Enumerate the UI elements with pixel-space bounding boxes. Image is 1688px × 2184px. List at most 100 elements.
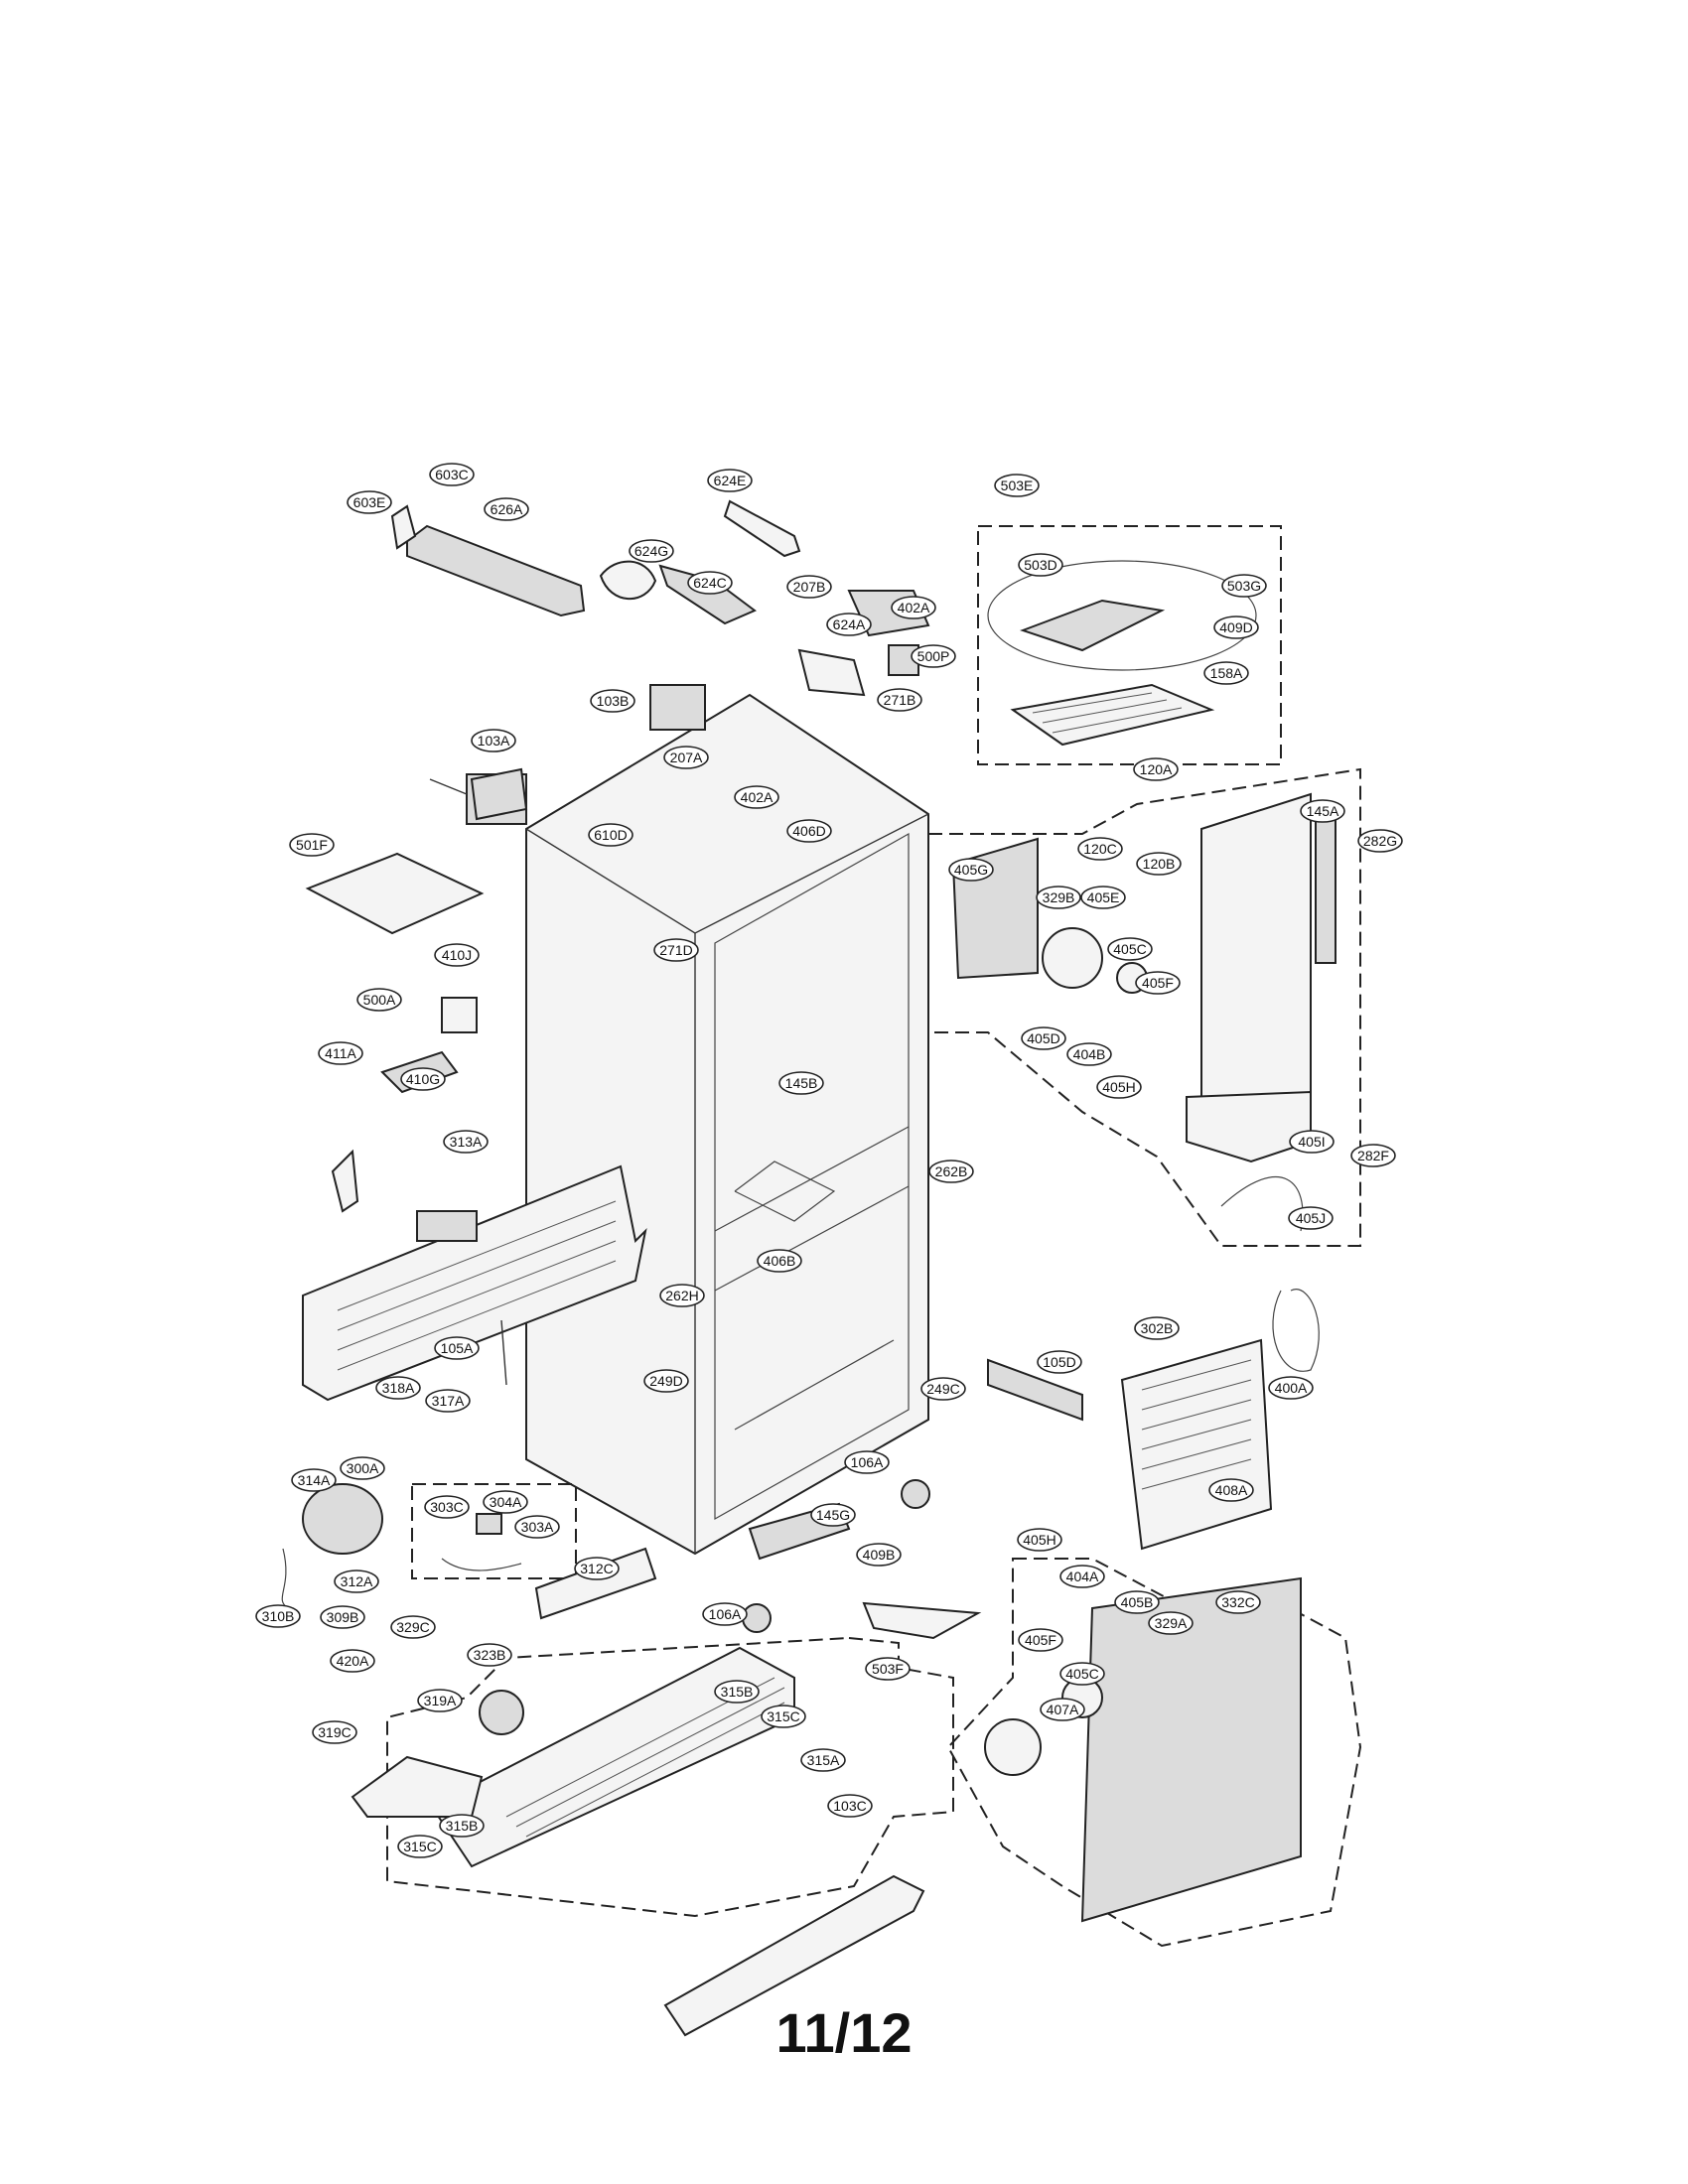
svg-text:624G: 624G (634, 543, 668, 559)
svg-text:145A: 145A (1307, 803, 1339, 819)
svg-text:303C: 303C (430, 1499, 463, 1515)
svg-text:103A: 103A (478, 733, 510, 749)
svg-text:207B: 207B (793, 579, 826, 595)
svg-text:500P: 500P (917, 648, 950, 664)
svg-text:610D: 610D (594, 827, 627, 843)
svg-text:158A: 158A (1210, 665, 1243, 681)
callout: 310B (255, 1604, 301, 1628)
svg-text:300A: 300A (347, 1460, 379, 1476)
svg-text:405E: 405E (1087, 889, 1120, 905)
svg-text:503F: 503F (872, 1661, 904, 1677)
svg-text:405F: 405F (1142, 975, 1174, 991)
svg-text:409D: 409D (1219, 619, 1252, 635)
callout: 500A (356, 988, 402, 1012)
callout: 405F (1135, 971, 1181, 995)
callout: 501F (289, 833, 335, 857)
callout: 626A (484, 497, 529, 521)
svg-text:315C: 315C (403, 1839, 436, 1854)
callout: 300A (340, 1456, 385, 1480)
callout: 120A (1133, 757, 1179, 781)
svg-text:105D: 105D (1043, 1354, 1075, 1370)
callout: 410J (434, 943, 480, 967)
callout: 318A (375, 1376, 421, 1400)
callout: 106A (702, 1602, 748, 1626)
callout: 319A (417, 1689, 463, 1712)
callout: 145B (778, 1071, 824, 1095)
callout: 624G (629, 539, 674, 563)
svg-text:405G: 405G (954, 862, 988, 878)
callout: 411A (318, 1041, 363, 1065)
svg-text:503G: 503G (1227, 578, 1261, 594)
svg-text:405C: 405C (1113, 941, 1146, 957)
svg-text:318A: 318A (382, 1380, 415, 1396)
callout: 314A (291, 1468, 337, 1492)
svg-text:404B: 404B (1073, 1046, 1106, 1062)
svg-text:603C: 603C (435, 467, 468, 482)
svg-text:624C: 624C (693, 575, 726, 591)
svg-text:410J: 410J (442, 947, 472, 963)
callout: 249C (920, 1377, 966, 1401)
svg-text:420A: 420A (337, 1653, 369, 1669)
callout: 145G (810, 1503, 856, 1527)
svg-text:400A: 400A (1275, 1380, 1308, 1396)
callout: 271B (877, 688, 922, 712)
svg-text:405B: 405B (1121, 1594, 1154, 1610)
callout: 405J (1288, 1206, 1334, 1230)
callout: 282F (1350, 1144, 1396, 1167)
svg-text:409B: 409B (863, 1547, 896, 1563)
svg-text:503D: 503D (1024, 557, 1056, 573)
svg-text:332C: 332C (1221, 1594, 1254, 1610)
callout: 405D (1021, 1026, 1066, 1050)
callout: 400A (1268, 1376, 1314, 1400)
svg-text:329C: 329C (396, 1619, 429, 1635)
svg-text:329B: 329B (1043, 889, 1075, 905)
callout: 315A (800, 1748, 846, 1772)
svg-text:405I: 405I (1298, 1134, 1325, 1150)
callout: 323B (467, 1643, 512, 1667)
callout: 103B (590, 689, 635, 713)
svg-text:405C: 405C (1065, 1666, 1098, 1682)
callout: 603E (347, 490, 392, 514)
callout: 302B (1134, 1316, 1180, 1340)
callout: 207A (663, 746, 709, 769)
callout: 106A (844, 1450, 890, 1474)
svg-text:406B: 406B (764, 1253, 796, 1269)
svg-text:304A: 304A (490, 1494, 522, 1510)
callout: 262H (659, 1284, 705, 1307)
callout: 402A (891, 596, 936, 619)
svg-text:405F: 405F (1025, 1632, 1056, 1648)
callout: 309B (320, 1605, 365, 1629)
callout: 262B (928, 1160, 974, 1183)
svg-text:271D: 271D (659, 942, 692, 958)
callout: 303C (424, 1495, 470, 1519)
svg-text:315B: 315B (721, 1684, 754, 1700)
svg-text:262H: 262H (665, 1288, 698, 1303)
callout: 282G (1357, 829, 1403, 853)
left-side-parts (302, 767, 647, 1402)
svg-text:103B: 103B (597, 693, 630, 709)
callout: 404A (1059, 1565, 1105, 1588)
svg-text:402A: 402A (898, 600, 930, 615)
callout: 405C (1059, 1662, 1105, 1686)
svg-text:271B: 271B (884, 692, 916, 708)
svg-text:262B: 262B (935, 1163, 968, 1179)
callout: 312A (334, 1570, 379, 1593)
svg-text:120B: 120B (1143, 856, 1176, 872)
compressor-group (281, 1479, 982, 1640)
svg-text:503E: 503E (1001, 478, 1034, 493)
callout: 319C (312, 1720, 357, 1744)
callout: 404B (1066, 1042, 1112, 1066)
svg-text:249D: 249D (649, 1373, 682, 1389)
callout: 406B (757, 1249, 802, 1273)
svg-text:404A: 404A (1066, 1569, 1099, 1584)
svg-text:323B: 323B (474, 1647, 506, 1663)
svg-text:315C: 315C (767, 1708, 799, 1724)
svg-text:207A: 207A (670, 750, 703, 765)
callout: 313A (443, 1130, 489, 1154)
callout: 405B (1114, 1590, 1160, 1614)
callout: 332C (1215, 1590, 1261, 1614)
callout: 405I (1289, 1130, 1335, 1154)
callout: 408A (1208, 1478, 1254, 1502)
callout: 624A (826, 613, 872, 636)
